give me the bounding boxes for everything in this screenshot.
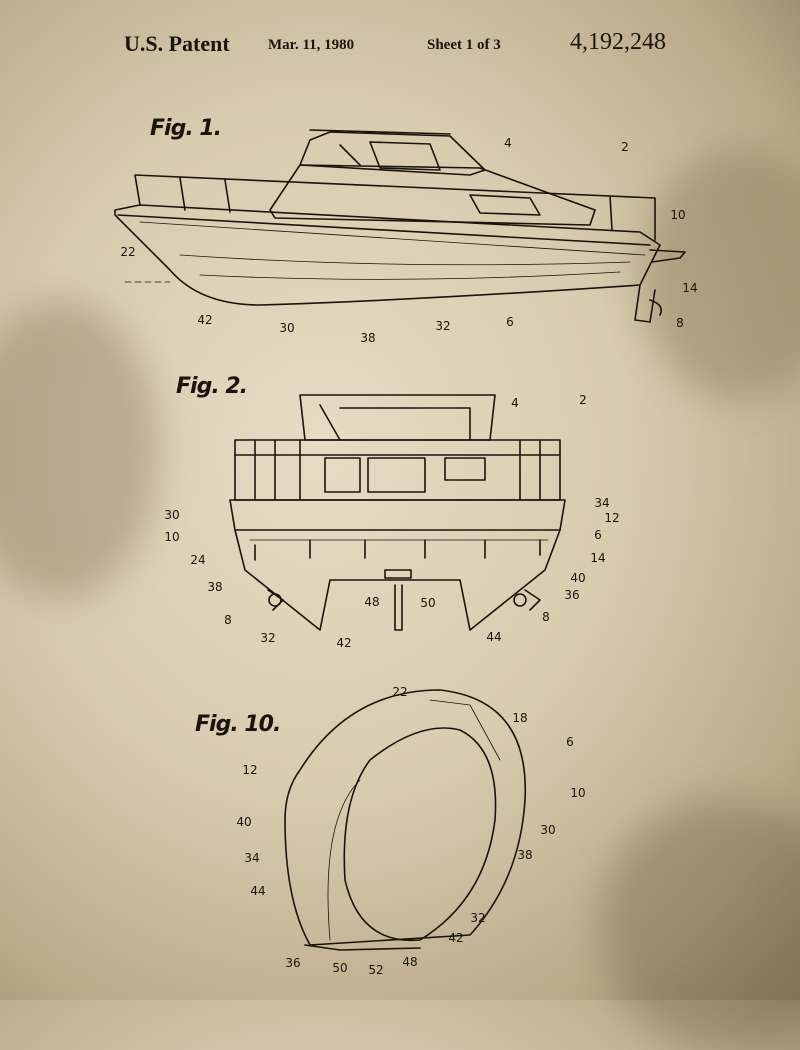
fig1-ref-14: 14 (682, 281, 698, 295)
fig10-ref-36: 36 (285, 956, 301, 970)
paper-stain (0, 300, 160, 600)
fig10-ref-6: 6 (566, 735, 574, 749)
fig2-ref-10: 10 (164, 530, 180, 544)
fig2-ref-40: 40 (570, 571, 586, 585)
fig10-ref-38: 38 (517, 848, 533, 862)
fig1-ref-10: 10 (670, 208, 686, 222)
fig10-ref-52: 52 (368, 963, 384, 977)
patent-number: 4,192,248 (570, 29, 666, 55)
fig1-ref-4: 4 (504, 136, 512, 150)
fig1-ref-32: 32 (435, 319, 451, 333)
fig2-boat-rear-view (229, 394, 566, 631)
fig10-ref-48: 48 (402, 955, 418, 969)
fig2-title: Fig. 2. (176, 374, 248, 399)
fig2-ref-30: 30 (164, 508, 180, 522)
fig10-ref-40: 40 (236, 815, 252, 829)
fig2-ref-38: 38 (207, 580, 223, 594)
fig10-ref-34: 34 (244, 851, 260, 865)
paper-stain (640, 150, 800, 400)
fig1-title: Fig. 1. (150, 116, 222, 141)
fig10-ref-12: 12 (242, 763, 258, 777)
fig1-ref-6: 6 (506, 315, 514, 329)
fig2-ref-8-right: 8 (542, 610, 550, 624)
fig1-ref-2: 2 (621, 140, 629, 154)
fig1-ref-8: 8 (676, 316, 684, 330)
fig10-ref-22: 22 (392, 685, 408, 699)
patent-drawings (114, 129, 686, 951)
fig2-ref-34: 34 (594, 496, 610, 510)
fig10-ref-32: 32 (470, 911, 486, 925)
fig2-ref-2: 2 (579, 393, 587, 407)
fig2-ref-6: 6 (594, 528, 602, 542)
fig10-ref-44: 44 (250, 884, 266, 898)
fig2-ref-14: 14 (590, 551, 606, 565)
fig2-ref-24: 24 (190, 553, 206, 567)
fig1-ref-22: 22 (120, 245, 136, 259)
fig2-ref-36: 36 (564, 588, 580, 602)
fig1-ref-42: 42 (197, 313, 213, 327)
fig2-ref-44: 44 (486, 630, 502, 644)
fig10-ref-50: 50 (332, 961, 348, 975)
fig1-ref-30: 30 (279, 321, 295, 335)
fig10-hull-bottom-view (284, 689, 527, 951)
fig2-ref-32: 32 (260, 631, 276, 645)
fig10-ref-42: 42 (448, 931, 464, 945)
fig2-ref-8-left: 8 (224, 613, 232, 627)
patent-date: Mar. 11, 1980 (268, 37, 355, 53)
fig2-ref-4: 4 (511, 396, 519, 410)
patent-label: U.S. Patent (124, 31, 230, 56)
fig2-ref-48: 48 (364, 595, 380, 609)
fig2-ref-42: 42 (336, 636, 352, 650)
fig10-title: Fig. 10. (195, 712, 281, 737)
fig10-ref-10: 10 (570, 786, 586, 800)
fig2-ref-50: 50 (420, 596, 436, 610)
fig1-boat-side-view (114, 129, 686, 323)
fig2-ref-12: 12 (604, 511, 620, 525)
fig1-ref-38: 38 (360, 331, 376, 345)
fig10-ref-30: 30 (540, 823, 556, 837)
sheet-number: Sheet 1 of 3 (427, 37, 501, 53)
fig10-ref-18: 18 (512, 711, 528, 725)
